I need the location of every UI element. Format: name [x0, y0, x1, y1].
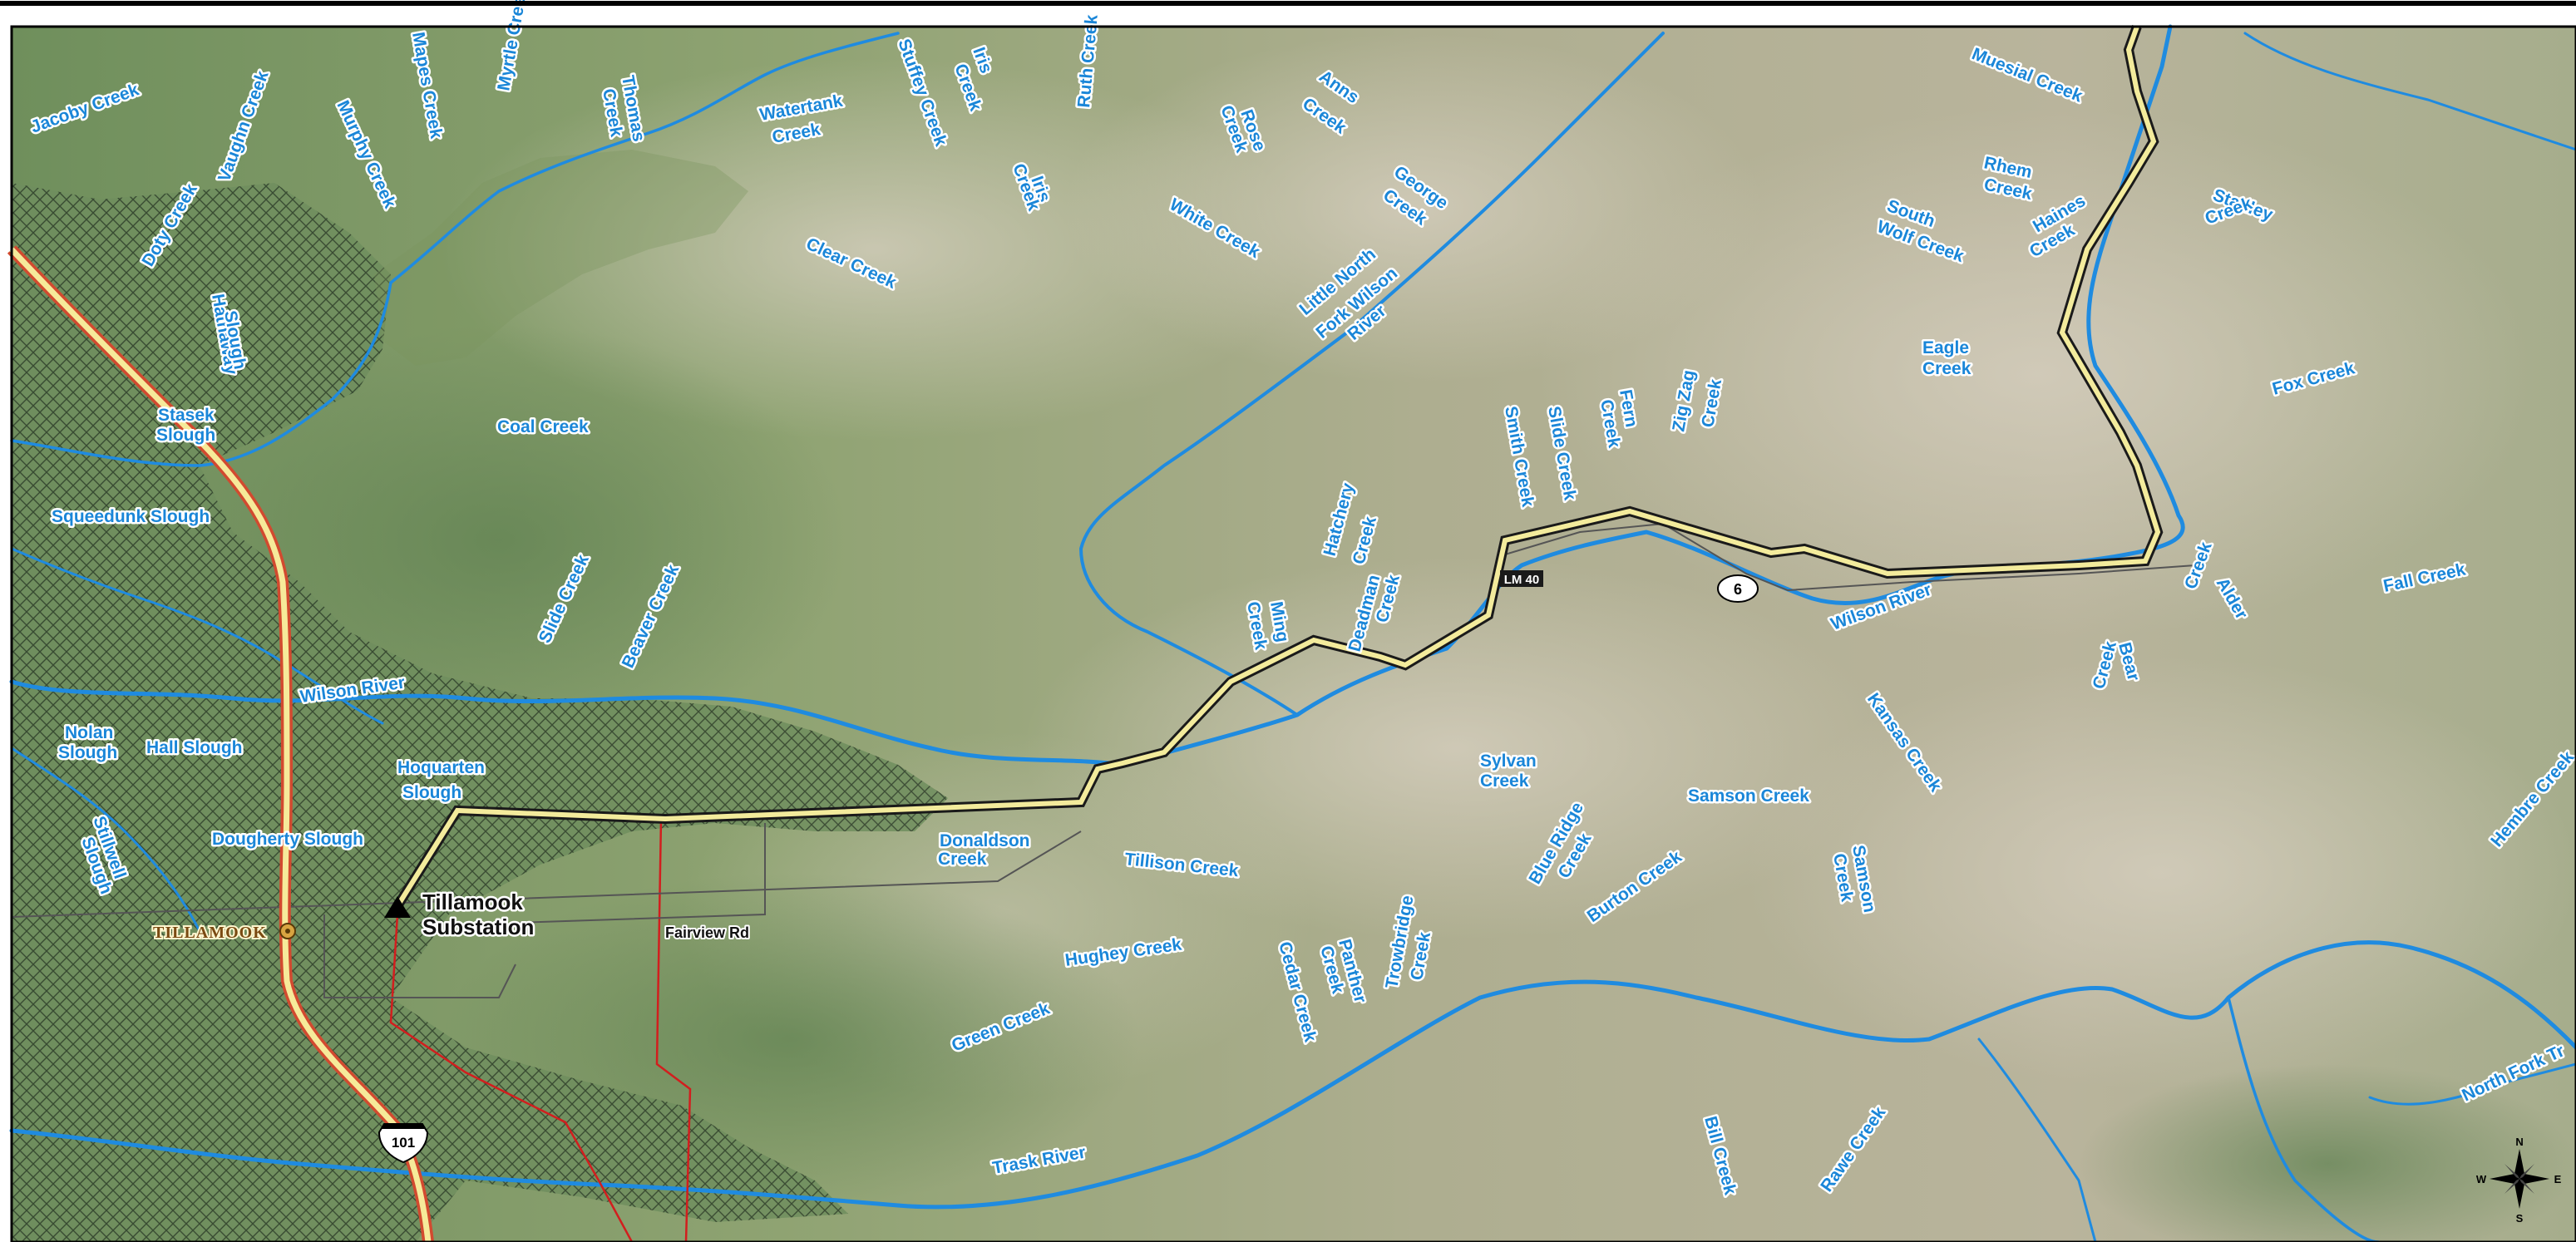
north-creek [389, 32, 900, 284]
compass-n: N [2515, 1136, 2523, 1148]
north-fork-trask [2227, 996, 2380, 1242]
east-creek-2 [2368, 1062, 2576, 1106]
highway-101-shield-text: 101 [392, 1135, 415, 1151]
local-roads [11, 522, 2196, 998]
hillshade [150, 33, 2576, 1242]
power-lines [389, 818, 692, 1242]
substation-label-line2: Substation [422, 914, 534, 939]
west-channel [10, 281, 392, 467]
compass-s: S [2516, 1212, 2524, 1225]
label-nolan-slough-2: Slough [58, 743, 117, 762]
tillamook-substation[interactable]: Tillamook Substation [384, 888, 536, 942]
floodplain-hatch [12, 183, 948, 1242]
map-frame: Jacoby Creek Vaughn Creek Murphy Creek M… [7, 0, 2576, 1242]
substation-triangle-icon [384, 896, 411, 918]
west-slough-2 [10, 747, 201, 933]
highway-6-shield-text: 6 [1734, 581, 1742, 598]
label-hoquarten-slough-1: Hoquarten [397, 758, 485, 777]
label-sylvan-creek-1: Sylvan [1480, 752, 1537, 771]
milepost-label: LM 40 [1504, 573, 1540, 587]
compass-w: W [2476, 1173, 2487, 1185]
highway-6-shield[interactable]: 6 [1717, 574, 1759, 603]
highway-101-shield[interactable]: 101 [378, 1123, 429, 1164]
label-stasek-slough-2: Slough [156, 426, 215, 445]
river-network [9, 24, 2576, 1242]
map-border [10, 25, 2576, 1242]
west-slough [10, 547, 384, 725]
label-eagle-creek-1: Eagle [1922, 338, 1969, 357]
floodplain-hatch-upper [374, 150, 748, 366]
south-creek [1977, 1037, 2097, 1242]
little-north-fork [1079, 32, 1665, 717]
label-nolan-slough-1: Nolan [65, 723, 113, 742]
label-donaldson-creek-2: Creek [938, 850, 987, 869]
label-squeedunk-slough: Squeedunk Slough [52, 507, 210, 526]
label-eagle-creek-2: Creek [1922, 359, 1971, 378]
wilson-river [9, 24, 2185, 767]
compass-e: E [2554, 1173, 2562, 1185]
label-dougherty-slough: Dougherty Slough [212, 830, 363, 849]
compass-rose-icon: N S E W [2476, 1136, 2562, 1225]
east-creek [2243, 32, 2576, 151]
label-coal-creek: Coal Creek [497, 417, 589, 436]
label-sylvan-creek-2: Creek [1480, 771, 1529, 791]
label-samson-creek-h: Samson Creek [1688, 786, 1809, 806]
label-hall-slough: Hall Slough [146, 738, 243, 757]
label-donaldson-creek-1: Donaldson [940, 831, 1030, 850]
tillamook-town[interactable]: TILLAMOOK [151, 922, 296, 944]
town-label: TILLAMOOK [153, 924, 267, 942]
label-hoquarten-slough-2: Slough [402, 783, 461, 802]
milepost-marker: LM 40 [1500, 570, 1543, 587]
fairview-rd-label: Fairview Rd [665, 924, 749, 941]
substation-label-line1: Tillamook [422, 890, 523, 914]
label-stasek-slough-1: Stasek [158, 406, 215, 425]
